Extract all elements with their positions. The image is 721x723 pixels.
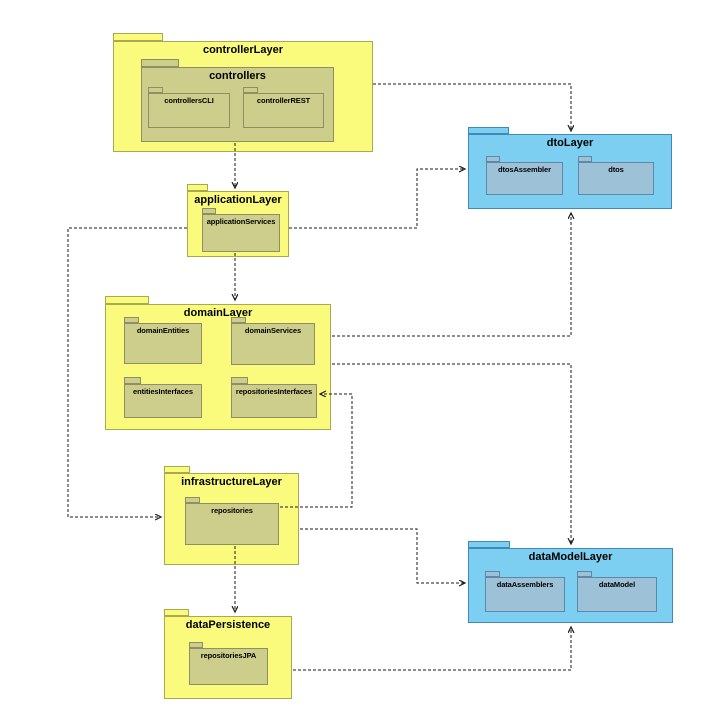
domainLayer-package-tab [105, 296, 149, 304]
controllersCLI-package-tab [148, 87, 163, 93]
package-controllerREST [243, 93, 324, 128]
applicationLayer-package-tab [187, 184, 208, 191]
package-repositoriesJPA [189, 648, 268, 685]
domainServices-package-tab [231, 317, 246, 323]
package-dataModel [577, 577, 657, 612]
dataModel-package-tab [577, 571, 592, 577]
applicationServices-package-tab [202, 208, 216, 214]
entitiesInterfaces-package-tab [124, 377, 141, 384]
dtoLayer-package-tab [468, 127, 509, 134]
dtosAssembler-package-tab [486, 156, 500, 162]
package-applicationServices [202, 214, 280, 252]
edge-infrastructureLayer-to-dataModelLayer [300, 528, 465, 583]
repositoriesInterfaces-package-tab [231, 377, 248, 384]
controllers-package-tab [141, 59, 179, 67]
package-repositories [185, 503, 279, 545]
edge-controllerLayer-to-dtoLayer [373, 83, 571, 131]
edge-domainLayer-to-dataModelLayer [332, 363, 571, 544]
package-controllersCLI [148, 93, 230, 128]
repositoriesJPA-package-tab [189, 642, 203, 648]
package-repositoriesInterfaces [231, 384, 317, 418]
dataModelLayer-package-tab [468, 541, 510, 548]
controllerREST-package-tab [243, 87, 258, 93]
infrastructureLayer-package-tab [164, 466, 190, 473]
package-dtos [578, 162, 654, 195]
package-dataAssemblers [485, 577, 565, 612]
edge-dataPersistence-to-dataModelLayer [293, 627, 571, 671]
controllerLayer-package-tab [113, 33, 163, 41]
package-entitiesInterfaces [124, 384, 202, 418]
dataPersistence-package-tab [164, 609, 189, 616]
package-domainServices [231, 323, 315, 365]
package-domainEntities [124, 323, 202, 364]
package-dataPersistence [164, 616, 292, 699]
edge-applicationLayer-to-dtoLayer [289, 169, 465, 229]
dataAssemblers-package-tab [485, 571, 500, 577]
dtos-package-tab [578, 156, 592, 162]
package-dtosAssembler [486, 162, 563, 195]
edge-domainLayer-to-dtoLayer [332, 213, 571, 337]
